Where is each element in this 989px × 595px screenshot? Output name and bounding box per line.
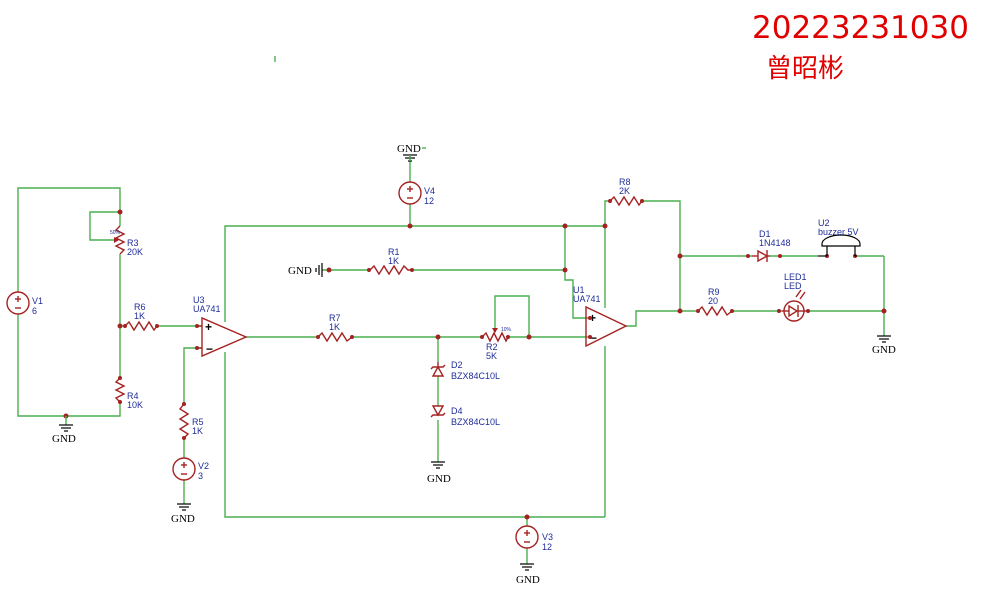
d1-ref: D1 <box>759 229 771 239</box>
student-name: 曾昭彬 <box>766 54 845 84</box>
d4-value: BZX84C10L <box>451 417 500 427</box>
u1-ref: U1 <box>573 285 585 295</box>
gnd-label-output: GND <box>872 344 896 356</box>
d2-ref: D2 <box>451 360 463 370</box>
u2-value: buzzer 5V <box>818 227 859 237</box>
ground-v4: GND <box>397 143 426 162</box>
potentiometer-r2: 10% R2 5K <box>481 327 512 361</box>
gnd-label-v3: GND <box>516 574 540 586</box>
gnd-label-v1: GND <box>52 433 76 445</box>
resistor-r5: R5 1K <box>178 403 204 439</box>
ground-r1: GND <box>288 263 323 277</box>
gnd-label-zener: GND <box>427 473 451 485</box>
source-v1: V1 6 <box>6 291 43 316</box>
v3-ref: V3 <box>542 532 553 542</box>
gnd-label-v2: GND <box>171 513 195 525</box>
v4-value: 12 <box>424 196 434 206</box>
r7-ref: R7 <box>329 313 341 323</box>
r6-value: 1K <box>134 311 145 321</box>
source-v3: V3 12 <box>515 525 553 552</box>
student-id: 20223231030 <box>752 10 969 46</box>
buzzer-u2: U2 buzzer 5V <box>818 218 861 257</box>
led1-value: LED <box>784 281 802 291</box>
ground-output: GND <box>872 335 896 356</box>
v1-value: 6 <box>32 306 37 316</box>
r3-value: 20K <box>127 247 143 257</box>
u3-ref: U3 <box>193 295 205 305</box>
v4-ref: V4 <box>424 186 435 196</box>
opamp-u3: + − U3 UA741 <box>193 295 248 358</box>
v2-value: 3 <box>198 471 203 481</box>
r2-ref: R2 <box>486 342 498 352</box>
gnd-label-r1: GND <box>288 265 312 277</box>
r5-value: 1K <box>192 426 203 436</box>
resistor-r4: R4 10K <box>114 377 143 410</box>
led1-ref: LED1 <box>784 272 807 282</box>
d1-value: 1N4148 <box>759 238 791 248</box>
r2-value: 5K <box>486 351 497 361</box>
resistor-r9: R9 20 <box>697 287 733 317</box>
source-v2: V2 3 <box>172 457 209 481</box>
r9-value: 20 <box>708 296 718 306</box>
r8-value: 2K <box>619 186 630 196</box>
r3-ref: R3 <box>127 238 139 248</box>
resistor-r6: R6 1K <box>124 302 158 332</box>
svg-text:+: + <box>589 311 596 325</box>
source-v4: V4 12 <box>398 181 435 206</box>
r4-value: 10K <box>127 400 143 410</box>
v1-ref: V1 <box>32 296 43 306</box>
r7-value: 1K <box>329 322 340 332</box>
svg-text:−: − <box>590 331 597 345</box>
r6-ref: R6 <box>134 302 146 312</box>
junction-nodes <box>63 199 887 520</box>
r5-ref: R5 <box>192 417 204 427</box>
zener-d2: D2 BZX84C10L <box>430 360 500 381</box>
v2-ref: V2 <box>198 461 209 471</box>
led-led1: LED1 LED <box>782 272 807 322</box>
potentiometer-r3: 50% R3 20K <box>110 225 143 257</box>
opamp-u1: + − U1 UA741 <box>573 285 628 348</box>
d2-value: BZX84C10L <box>451 371 500 381</box>
r9-ref: R9 <box>708 287 720 297</box>
svg-text:+: + <box>205 320 212 334</box>
u1-value: UA741 <box>573 294 601 304</box>
r8-ref: R8 <box>619 177 631 187</box>
u3-value: UA741 <box>193 304 221 314</box>
r3-wiper: 50% <box>110 230 121 236</box>
r1-value: 1K <box>388 256 399 266</box>
r4-ref: R4 <box>127 391 139 401</box>
zener-d4: D4 BZX84C10L <box>430 405 500 427</box>
diode-d1: D1 1N4148 <box>752 229 791 263</box>
resistor-r8: R8 2K <box>609 177 643 207</box>
r1-ref: R1 <box>388 247 400 257</box>
d4-ref: D4 <box>451 406 463 416</box>
ground-v1: GND <box>52 416 76 445</box>
r2-wiper: 10% <box>501 327 512 333</box>
ground-zener: GND <box>427 461 451 485</box>
ground-v3: GND <box>516 563 540 586</box>
v3-value: 12 <box>542 542 552 552</box>
svg-text:−: − <box>206 342 213 356</box>
gnd-label-v4: GND <box>397 143 421 155</box>
ground-v2: GND <box>171 503 195 525</box>
u2-ref: U2 <box>818 218 830 228</box>
resistor-r1: R1 1K <box>369 247 412 276</box>
wires <box>17 56 885 564</box>
resistor-r7: R7 1K <box>317 313 353 343</box>
